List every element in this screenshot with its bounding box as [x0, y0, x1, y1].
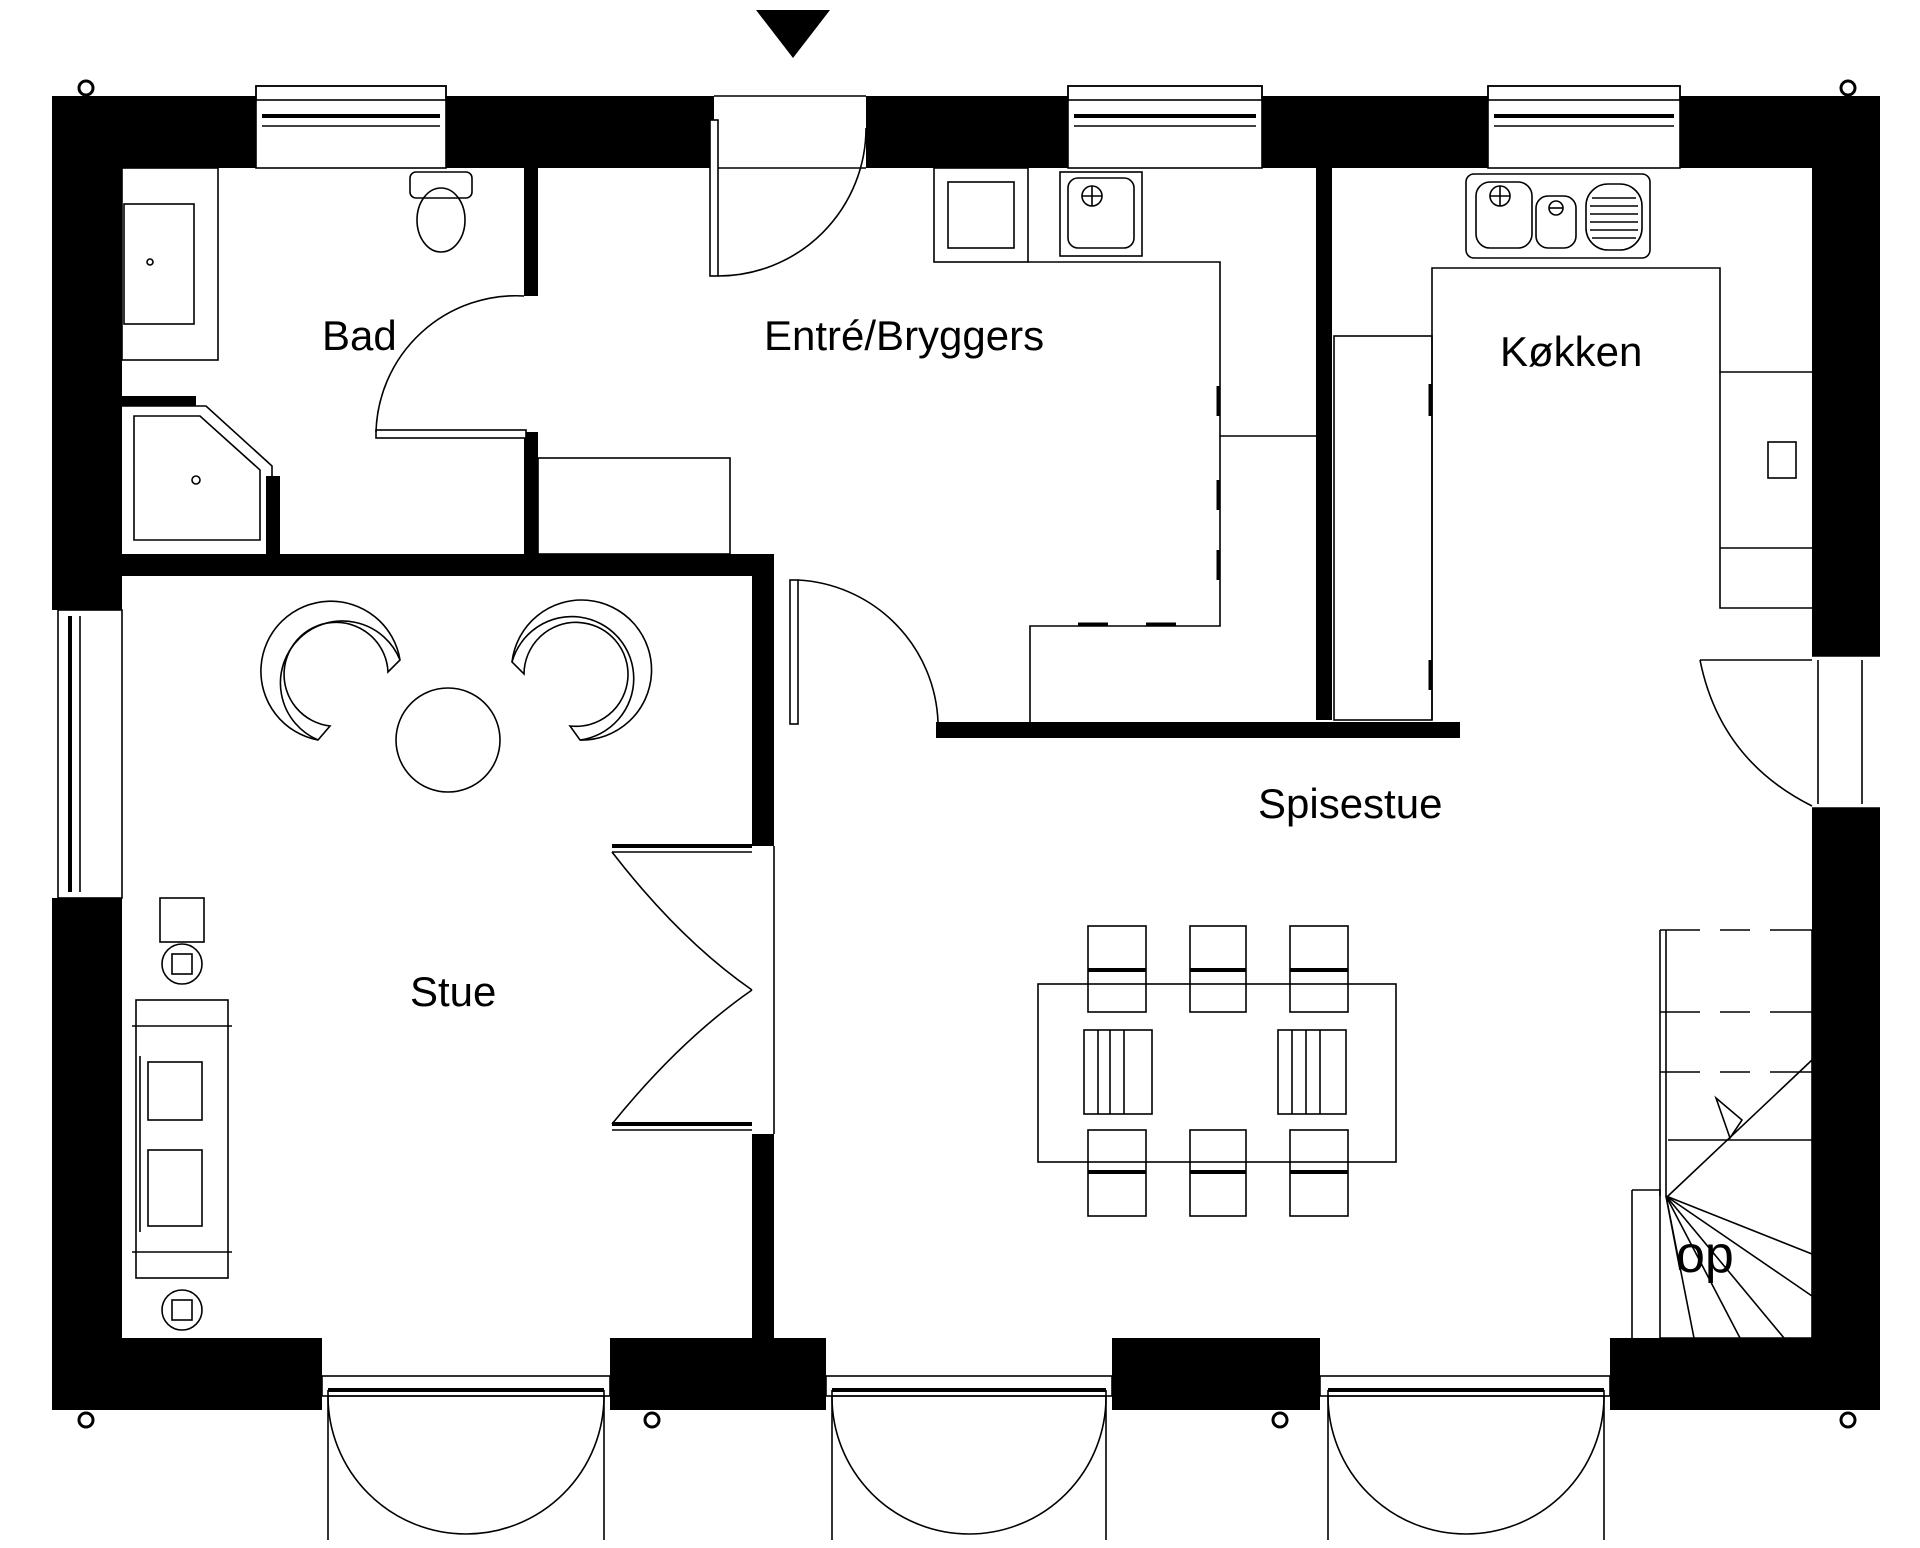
hall-door: [789, 579, 939, 725]
stair-label-op: op: [1676, 1226, 1734, 1284]
top-windows: [255, 85, 1681, 169]
corner-markers: [77, 79, 1857, 1429]
terrace-doors: [321, 1375, 1611, 1540]
room-label-bad: Bad: [322, 312, 397, 359]
kitchen-fixtures: [1333, 173, 1812, 721]
entrance-marker-icon: [756, 10, 830, 58]
bathroom-door: [375, 294, 527, 439]
utility-fixtures: [933, 167, 1316, 722]
lounge-chairs: [260, 599, 653, 793]
living-double-doors: [611, 844, 775, 1134]
interior-walls: [122, 164, 1460, 1340]
left-window: [57, 609, 123, 899]
exterior-walls: [52, 96, 1880, 1410]
sofa: [132, 897, 232, 1331]
room-label-entre: Entré/Bryggers: [764, 312, 1044, 359]
dining-set: [1037, 925, 1397, 1217]
room-label-spisestue: Spisestue: [1258, 780, 1442, 827]
room-label-stue: Stue: [410, 968, 496, 1015]
room-label-kokken: Køkken: [1500, 328, 1642, 375]
front-door: [709, 95, 867, 277]
staircase: [1631, 929, 1813, 1339]
side-door: [1699, 655, 1880, 809]
bathroom-fixtures: [121, 167, 731, 555]
